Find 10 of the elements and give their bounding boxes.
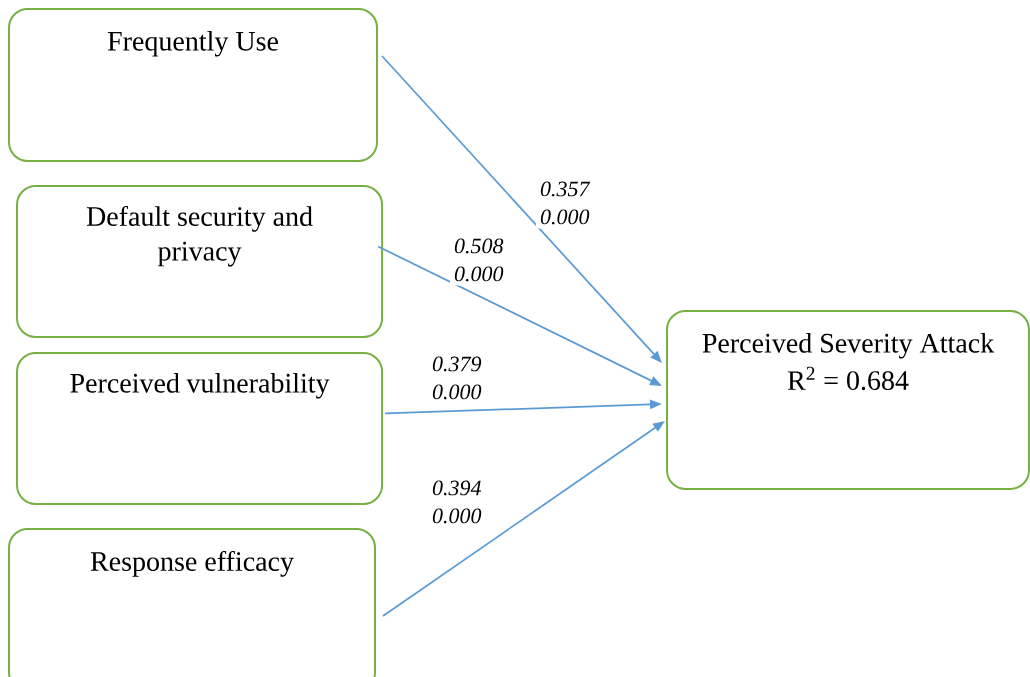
edge-label: 0.357 0.000: [536, 177, 604, 229]
rounded-box: Perceived Severity Attack R$^{2}$ = 0.684: [666, 310, 1030, 490]
rounded-box: Frequently Use: [8, 8, 378, 162]
edge-label: 0.379 0.000: [428, 352, 496, 404]
rounded-box: Default security and privacy: [16, 185, 384, 338]
arrow: [381, 55, 662, 363]
rounded-box: Perceived vulnerability: [16, 352, 384, 505]
edge-label: 0.394 0.000: [428, 476, 496, 528]
edge-label: 0.508 0.000: [450, 234, 518, 286]
rounded-box: Response efficacy: [8, 528, 376, 677]
